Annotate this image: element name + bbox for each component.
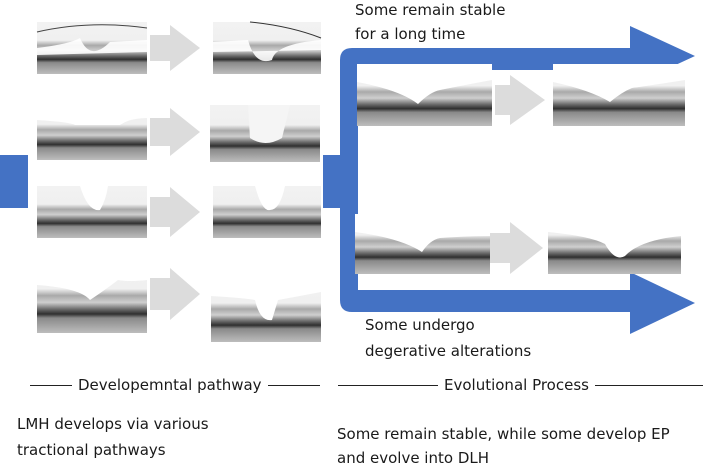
gray-arrow [150, 268, 200, 320]
oct-scan-image [37, 105, 147, 160]
evolutional-section-header: Evolutional Process [338, 376, 703, 394]
gray-arrow [490, 222, 543, 274]
oct-scan-image [213, 186, 321, 238]
developmental-section-header: Developemntal pathway [30, 376, 320, 394]
oct-scan-image [553, 64, 685, 126]
oct-scan-image [210, 105, 320, 162]
gray-arrow [150, 25, 200, 71]
gray-arrow [495, 75, 545, 125]
oct-scan-image [355, 214, 490, 274]
gray-arrow [150, 108, 200, 156]
stable-label-line1: Some remain stable [355, 1, 506, 19]
connector-flow-block [323, 155, 343, 208]
oct-scan-image [213, 21, 322, 74]
degenerative-label-line2: degerative alterations [365, 342, 532, 360]
divider [594, 384, 703, 386]
divider [338, 384, 438, 386]
oct-scan-image [37, 265, 147, 333]
oct-scan-image [548, 214, 681, 274]
evolutional-title: Evolutional Process [444, 376, 589, 394]
oct-scan-image [37, 186, 147, 238]
entry-flow-block [0, 155, 28, 208]
degenerative-label-line1: Some undergo [365, 316, 475, 334]
gray-arrow [150, 187, 200, 237]
evolutional-caption-line2: and evolve into DLH [337, 449, 489, 467]
oct-scan-image [36, 22, 148, 74]
oct-scan-image [211, 282, 321, 342]
divider [30, 384, 72, 386]
developmental-caption-line2: tractional pathways [17, 441, 166, 459]
evolutional-caption-line1: Some remain stable, while some develop E… [337, 425, 670, 443]
developmental-caption-line1: LMH develops via various [17, 415, 209, 433]
stable-label-line2: for a long time [355, 25, 466, 43]
evolution-flow-arrow [340, 26, 695, 334]
developmental-title: Developemntal pathway [78, 376, 262, 394]
divider [267, 384, 320, 386]
oct-scan-image [357, 64, 492, 126]
